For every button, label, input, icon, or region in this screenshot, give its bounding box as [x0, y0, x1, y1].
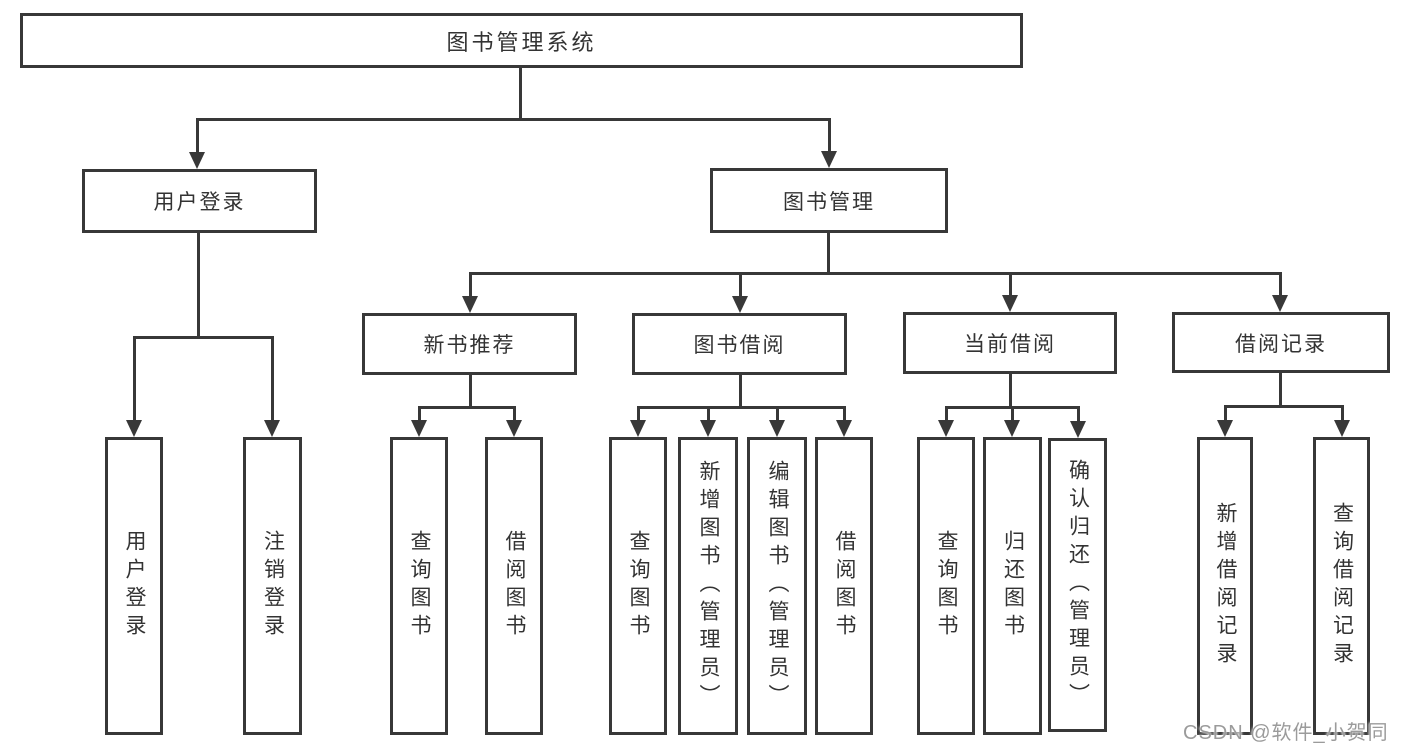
arrowhead-book-management — [821, 151, 837, 168]
node-leaf-query-borrow-record: 查询借阅记录 — [1313, 437, 1370, 735]
node-current-borrowing: 当前借阅 — [903, 312, 1117, 374]
node-leaf-return-books: 归还图书 — [983, 437, 1042, 735]
connector-branch — [418, 406, 516, 409]
arrowhead-leaf-user-login — [126, 420, 142, 437]
arrowhead-current-borrowing — [1002, 295, 1018, 312]
connector-stem — [1279, 272, 1282, 298]
connector-trunk — [1009, 374, 1012, 408]
arrowhead-leaf — [769, 420, 785, 437]
node-leaf-query-books-current: 查询图书 — [917, 437, 975, 735]
arrowhead-leaf-logout — [264, 420, 280, 437]
connector-stem — [1077, 406, 1080, 422]
arrowhead-leaf — [1070, 421, 1086, 438]
connector-book-management-trunk — [827, 233, 830, 274]
arrowhead-borrowing-records — [1272, 295, 1288, 312]
connector-stem — [418, 406, 421, 422]
node-borrowing-records: 借阅记录 — [1172, 312, 1390, 373]
arrowhead-leaf — [506, 420, 522, 437]
node-new-book-recommendation: 新书推荐 — [362, 313, 577, 375]
arrowhead-leaf — [1217, 420, 1233, 437]
arrowhead-leaf — [1004, 420, 1020, 437]
connector-stem — [1224, 405, 1227, 422]
node-leaf-query-books-recommend: 查询图书 — [390, 437, 448, 735]
node-leaf-borrow-books: 借阅图书 — [815, 437, 873, 735]
connector-root-branch — [196, 118, 831, 121]
connector-stem — [196, 118, 199, 156]
connector-stem — [1011, 406, 1014, 422]
arrowhead-leaf — [630, 420, 646, 437]
connector-stem — [776, 406, 779, 422]
node-leaf-add-borrow-record: 新增借阅记录 — [1197, 437, 1253, 735]
node-book-borrowing: 图书借阅 — [632, 313, 847, 375]
connector-branch — [1224, 405, 1344, 408]
arrowhead-leaf — [700, 420, 716, 437]
node-leaf-borrow-books-recommend: 借阅图书 — [485, 437, 543, 735]
node-leaf-confirm-return-admin: 确认归还（管理员） — [1048, 438, 1107, 732]
connector-stem — [843, 406, 846, 422]
node-leaf-query-books-borrowing: 查询图书 — [609, 437, 667, 735]
arrowhead-leaf — [836, 420, 852, 437]
node-leaf-add-books-admin: 新增图书（管理员） — [678, 437, 738, 735]
node-book-management: 图书管理 — [710, 168, 948, 233]
arrowhead-user-login — [189, 152, 205, 169]
connector-trunk — [739, 375, 742, 408]
connector-stem — [637, 406, 640, 422]
watermark: CSDN @软件_小贺同学 — [1183, 722, 1389, 744]
node-leaf-edit-books-admin: 编辑图书（管理员） — [747, 437, 807, 735]
connector-book-management-branch — [470, 272, 1281, 275]
connector-stem — [1009, 272, 1012, 298]
connector-stem — [271, 336, 274, 422]
connector-stem — [739, 272, 742, 298]
arrowhead-leaf — [1334, 420, 1350, 437]
connector-stem — [945, 406, 948, 422]
connector-trunk — [1279, 373, 1282, 407]
connector-branch — [637, 406, 846, 409]
connector-root-trunk — [519, 68, 522, 120]
connector-stem — [828, 118, 831, 156]
connector-stem — [133, 336, 136, 422]
arrowhead-book-borrowing — [732, 296, 748, 313]
node-leaf-logout: 注销登录 — [243, 437, 302, 735]
connector-user-login-trunk — [197, 233, 200, 339]
connector-trunk — [469, 375, 472, 408]
arrowhead-new-book-recommendation — [462, 296, 478, 313]
node-leaf-user-login: 用户登录 — [105, 437, 163, 735]
connector-stem — [469, 272, 472, 298]
arrowhead-leaf — [938, 420, 954, 437]
connector-user-login-branch — [133, 336, 274, 339]
node-library-system: 图书管理系统 — [20, 13, 1023, 68]
connector-stem — [707, 406, 710, 422]
arrowhead-leaf — [411, 420, 427, 437]
connector-stem — [513, 406, 516, 422]
connector-stem — [1341, 405, 1344, 422]
node-user-login: 用户登录 — [82, 169, 317, 233]
